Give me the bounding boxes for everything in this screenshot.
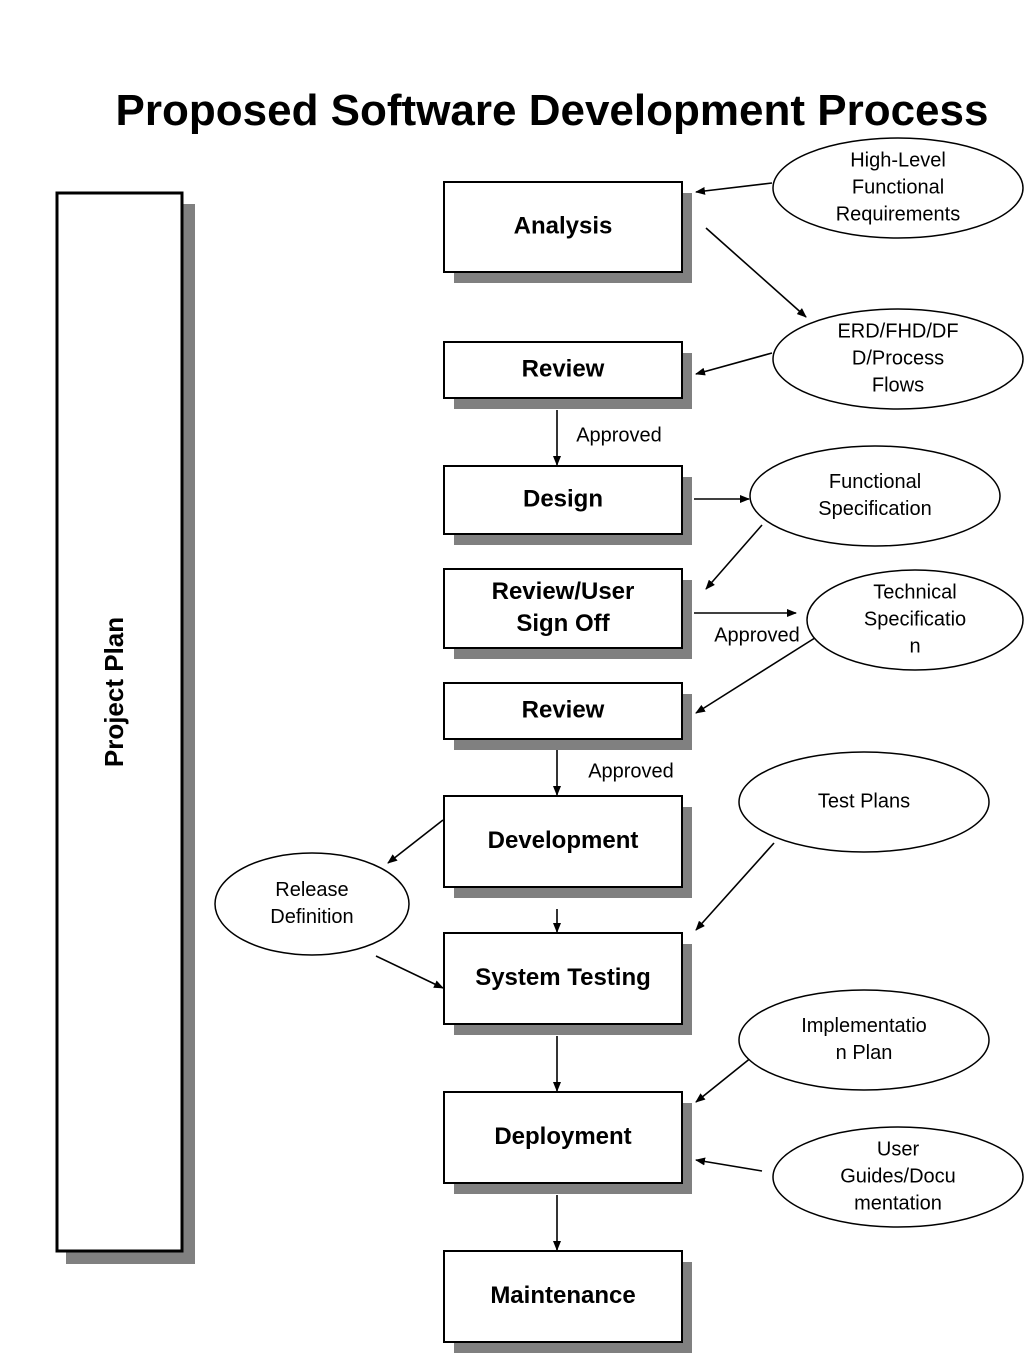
step-label: Review [522, 355, 605, 382]
connectors [375, 182, 819, 1251]
artifact-label: n Plan [836, 1042, 893, 1064]
step-deployment: Deployment [443, 1091, 692, 1194]
arrow [705, 227, 807, 318]
artifact-label: Release [275, 879, 348, 901]
artifact-label: User [877, 1138, 920, 1160]
artifact-label: Test Plans [818, 790, 910, 812]
artifact-label: Implementatio [801, 1015, 927, 1037]
artifacts: High-LevelFunctionalRequirementsERD/FHD/… [214, 137, 1024, 1228]
arrow [695, 182, 773, 195]
step-system-testing: System Testing [443, 932, 692, 1035]
arrow [695, 1157, 763, 1172]
artifact-label: Technical [873, 581, 956, 603]
label-approved-1: Approved [576, 424, 662, 446]
arrow [375, 955, 444, 989]
step-review-1: Review [443, 341, 692, 409]
artifact-label: Functional [829, 471, 921, 493]
artifact-label: Requirements [836, 203, 961, 225]
step-label: Design [523, 485, 603, 512]
label-approved-3: Approved [588, 760, 674, 782]
step-label: Review [522, 696, 605, 723]
step-label: Deployment [494, 1123, 631, 1150]
arrow [695, 635, 819, 714]
artifact-label: High-Level [850, 149, 946, 171]
label-approved-2: Approved [714, 624, 800, 646]
project-plan-label: Project Plan [99, 617, 129, 767]
arrow [705, 524, 763, 590]
artifact-label: Specification [818, 498, 931, 520]
step-label: Sign Off [516, 610, 610, 637]
artifact-label: n [909, 635, 920, 657]
step-label: Maintenance [490, 1282, 635, 1309]
step-review-2: Review [443, 682, 692, 750]
artifact-implementation-plan: Implementatio n Plan [738, 989, 990, 1091]
artifact-label: ERD/FHD/DF [837, 320, 958, 342]
artifact-label: Definition [270, 906, 353, 928]
step-label: Analysis [514, 212, 613, 239]
step-label: System Testing [475, 964, 651, 991]
arrow [695, 352, 773, 376]
step-maintenance: Maintenance [443, 1250, 692, 1353]
artifact-label: Guides/Docu [840, 1165, 956, 1187]
artifact-label: Specificatio [864, 608, 966, 630]
artifact-label: D/Process [852, 347, 944, 369]
step-analysis: Analysis [443, 181, 692, 283]
page-title: Proposed Software Development Process [115, 86, 989, 135]
step-label: Development [488, 827, 639, 854]
arrow [387, 819, 444, 864]
arrow [695, 1056, 753, 1103]
step-development: Development [443, 795, 692, 898]
project-plan-bar: Project Plan [55, 191, 195, 1264]
artifact-label: mentation [854, 1192, 942, 1214]
artifact-label: Flows [872, 374, 924, 396]
step-label: Review/User [492, 578, 635, 605]
artifact-test-plans: Test Plans [738, 751, 990, 853]
step-design: Design [443, 465, 692, 545]
arrow [695, 842, 775, 931]
artifact-label: Functional [852, 176, 944, 198]
